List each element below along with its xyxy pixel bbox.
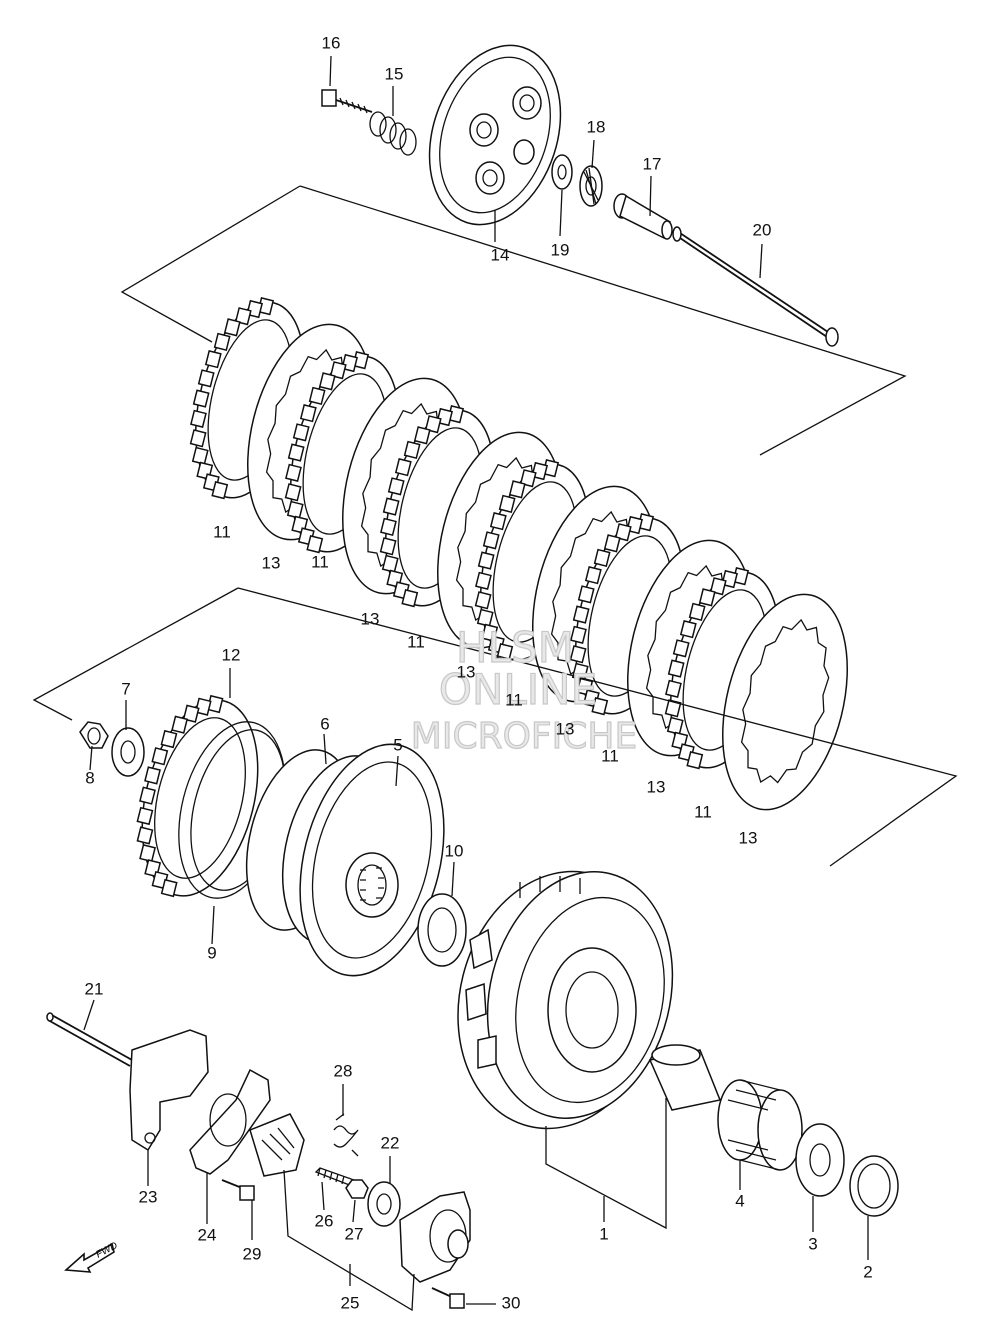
drive-plate-no2 (136, 694, 259, 898)
clutch-push-rod (672, 226, 839, 347)
callout-12: 12 (222, 645, 241, 664)
callout-25: 25 (341, 1293, 360, 1312)
callout-4: 4 (735, 1191, 744, 1210)
watermark-line-1: HLSM (456, 623, 574, 672)
thrust-washer-10 (417, 893, 467, 967)
callout-14: 14 (491, 245, 510, 264)
callout-11-e: 11 (601, 746, 619, 765)
callout-13-b: 13 (361, 609, 380, 628)
callout-10: 10 (445, 841, 464, 860)
clutch-push-piece (613, 193, 673, 240)
callout-20: 20 (753, 220, 772, 239)
clutch-sleeve-hub-nut (79, 721, 109, 749)
thrust-washer (551, 154, 573, 190)
needle-bearing (717, 1079, 803, 1171)
callout-8: 8 (85, 768, 94, 787)
spacer-sleeve (648, 1044, 722, 1111)
fwd-label: FWD (94, 1240, 119, 1260)
callout-13-f: 13 (739, 828, 758, 847)
callout-9: 9 (207, 943, 216, 962)
bracket-bolt (221, 1179, 255, 1201)
callout-23: 23 (139, 1187, 158, 1206)
thrust-washer-2 (849, 1155, 899, 1217)
pressure-plate (428, 44, 562, 226)
release-cover (399, 1191, 471, 1283)
watermark: HLSM ONLINE MICROFICHE (410, 622, 638, 757)
callout-17: 17 (643, 154, 662, 173)
release-cam (249, 1113, 305, 1177)
callout-24: 24 (198, 1225, 217, 1244)
lock-nut (345, 1179, 369, 1199)
callout-13-e: 13 (647, 777, 666, 796)
callout-13-c: 13 (457, 662, 476, 681)
thrust-washer-3 (795, 1123, 845, 1197)
callout-30: 30 (502, 1293, 521, 1312)
callout-11-a: 11 (213, 522, 231, 541)
callout-7: 7 (121, 679, 130, 698)
callout-11-b: 11 (311, 552, 329, 571)
release-rod (46, 1012, 133, 1067)
callout-16: 16 (322, 33, 341, 52)
callout-1: 1 (599, 1224, 608, 1243)
callout-21: 21 (85, 979, 104, 998)
clutch-spring-bolt (321, 89, 373, 114)
pressure-plate-assembly (321, 44, 839, 347)
callout-5: 5 (393, 735, 402, 754)
callout-22: 22 (381, 1133, 400, 1152)
callout-11-c: 11 (407, 632, 425, 651)
callout-15: 15 (385, 64, 404, 83)
hub-group-bracket (32, 587, 958, 867)
friction-plate-12 (136, 694, 259, 898)
callout-18: 18 (587, 117, 606, 136)
callout-28: 28 (334, 1061, 353, 1080)
callout-6: 6 (320, 714, 329, 733)
callout-2: 2 (863, 1262, 872, 1281)
callout-11-f: 11 (694, 802, 712, 821)
callout-19: 19 (551, 240, 570, 259)
release-gasket (189, 1068, 271, 1175)
callout-11-d: 11 (505, 690, 523, 709)
clutch-spring (369, 111, 417, 156)
clutch-plate-stack (189, 297, 849, 811)
callout-26: 26 (315, 1211, 334, 1230)
leader-lines (83, 55, 869, 1312)
primary-driven-gear-assembly (457, 870, 674, 1130)
callout-27: 27 (345, 1224, 364, 1243)
callout-29: 29 (243, 1244, 262, 1263)
callout-13-d: 13 (556, 719, 575, 738)
callout-13-a: 13 (262, 553, 281, 572)
callout-numbers: 16 15 18 17 14 19 20 11 13 11 13 11 13 1… (85, 33, 873, 1312)
lock-washer (111, 727, 145, 777)
thrust-bearing (579, 165, 603, 207)
drive-plate-6 (721, 593, 849, 811)
clutch-pressure-disc (299, 743, 445, 977)
forward-arrow-icon: FWD (64, 1240, 120, 1273)
release-bearing (367, 1181, 401, 1227)
return-spring (333, 1113, 359, 1157)
plate-stack-bracket (120, 185, 907, 456)
watermark-line-2: ONLINE (439, 665, 597, 714)
callout-3: 3 (808, 1234, 817, 1253)
cover-bolt (431, 1287, 465, 1309)
watermark-line-3: MICROFICHE (411, 716, 637, 757)
release-bracket (129, 1029, 209, 1152)
